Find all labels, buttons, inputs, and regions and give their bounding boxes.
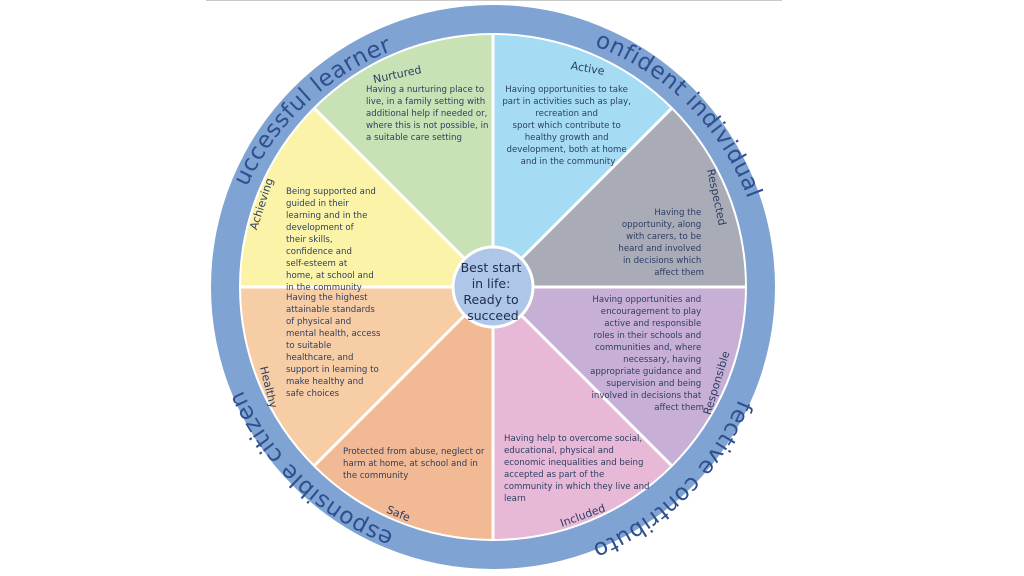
description-line: attainable standards: [286, 305, 375, 315]
description-line: to suitable: [286, 341, 331, 351]
segments-layer: [241, 35, 745, 539]
segment-divider: [313, 285, 495, 467]
dividers-layer: [241, 35, 745, 539]
description-line: Having opportunities to take: [505, 85, 628, 95]
segment-healthy: [241, 287, 493, 466]
description-line: Having the: [654, 208, 701, 218]
segment-description-active: Having opportunities to take part in act…: [502, 85, 633, 167]
center-line: Ready to: [463, 292, 518, 307]
description-line: heard and involved: [618, 244, 701, 254]
description-line: harm at home, at school and in: [343, 459, 478, 469]
description-line: in decisions which: [623, 256, 701, 266]
center-line: succeed: [467, 308, 519, 323]
description-line: Having the highest: [286, 293, 368, 303]
description-line: and in the community: [521, 157, 616, 167]
description-line: a suitable care setting: [366, 133, 462, 143]
description-line: educational, physical and: [504, 446, 614, 456]
description-line: development of: [286, 223, 355, 233]
segment-achieving: [241, 108, 493, 287]
description-line: in the community: [286, 283, 362, 293]
description-line: communities and, where: [595, 343, 701, 353]
center-line: in life:: [472, 276, 511, 291]
description-line: Having help to overcome social,: [504, 434, 642, 444]
description-line: where this is not possible, in: [366, 121, 488, 131]
description-line: healthy growth and: [525, 133, 609, 143]
description-line: Having a nurturing place to: [366, 85, 484, 95]
segment-description-respected: Having the opportunity, along with carer…: [618, 208, 704, 278]
description-line: encouragement to play: [601, 307, 701, 317]
description-line: home, at school and: [286, 271, 374, 281]
description-line: mental health, access: [286, 329, 381, 339]
description-line: Having opportunities and: [592, 295, 701, 305]
description-line: learn: [504, 494, 526, 504]
description-line: with carers, to be: [626, 232, 701, 242]
description-line: roles in their schools and: [594, 331, 702, 341]
segment-nurtured: [314, 35, 493, 287]
segment-divider: [313, 107, 495, 289]
description-line: affect them: [654, 403, 704, 413]
segment-included: [493, 287, 672, 539]
center-circle: [451, 245, 535, 329]
description-line: sport which contribute to: [513, 121, 621, 131]
description-line: self-esteem at: [286, 259, 348, 269]
segment-active: [493, 35, 672, 287]
top-divider-line: [206, 0, 782, 1]
description-line: community in which they live and: [504, 482, 650, 492]
description-line: healthcare, and: [286, 353, 353, 363]
description-line: Protected from abuse, neglect or: [343, 447, 485, 457]
description-line: economic inequalities and being: [504, 458, 643, 468]
description-line: of physical and: [286, 317, 351, 327]
segment-divider: [491, 107, 673, 289]
center-text: Best start in life: Ready to succeed: [461, 260, 526, 323]
segment-divider: [491, 285, 673, 467]
description-line: additional help if needed or,: [366, 109, 487, 119]
description-line: Being supported and: [286, 187, 376, 197]
description-line: support in learning to: [286, 365, 379, 375]
segment-description-included: Having help to overcome social, educatio…: [504, 434, 652, 504]
segment-respected: [493, 108, 745, 287]
description-line: live, in a family setting with: [366, 97, 485, 107]
segment-description-safe: Protected from abuse, neglect or harm at…: [343, 447, 487, 481]
segment-safe: [314, 287, 493, 539]
segment-description-achieving: Being supported and guided in their lear…: [286, 187, 379, 293]
description-line: appropriate guidance and: [590, 367, 701, 377]
description-line: learning and in the: [286, 211, 367, 221]
description-line: active and responsible: [604, 319, 701, 329]
description-line: confidence and: [286, 247, 352, 257]
description-line: affect them: [654, 268, 704, 278]
description-line: the community: [343, 471, 408, 481]
description-line: development, both at home: [507, 145, 627, 155]
description-line: recreation and: [535, 109, 598, 119]
description-line: involved in decisions that: [591, 391, 701, 401]
segment-title-active: Active: [570, 59, 606, 78]
description-line: guided in their: [286, 199, 349, 209]
description-line: safe choices: [286, 389, 340, 399]
segment-responsible: [493, 287, 745, 466]
description-line: their skills,: [286, 235, 333, 245]
description-line: part in activities such as play,: [502, 97, 631, 107]
description-line: make healthy and: [286, 377, 364, 387]
description-line: accepted as part of the: [504, 470, 604, 480]
center-line: Best start: [461, 260, 522, 275]
description-line: necessary, having: [623, 355, 701, 365]
description-line: supervision and being: [606, 379, 701, 389]
description-line: opportunity, along: [622, 220, 701, 230]
segment-description-responsible: Having opportunities and encouragement t…: [590, 295, 704, 413]
segment-description-nurtured: Having a nurturing place to live, in a f…: [366, 85, 491, 143]
segment-description-healthy: Having the highest attainable standards …: [286, 293, 383, 399]
